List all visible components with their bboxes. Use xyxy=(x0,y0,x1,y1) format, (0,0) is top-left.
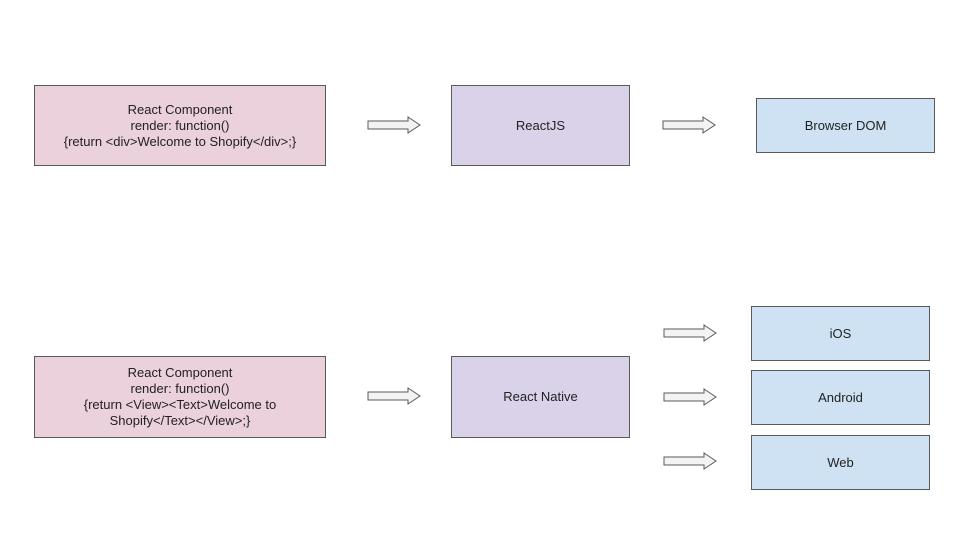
component-return-line: {return <View><Text>Welcome to xyxy=(83,397,277,412)
react-native-box: React Native xyxy=(451,356,630,438)
right-arrow-icon xyxy=(367,116,421,134)
component-render-line: render: function() xyxy=(130,117,230,133)
component-title: React Component xyxy=(127,365,233,380)
reactjs-box: ReactJS xyxy=(451,85,630,166)
web-label: Web xyxy=(827,454,854,470)
react-component-box-web: React Component render: function() {retu… xyxy=(34,85,326,166)
android-label: Android xyxy=(818,389,863,405)
right-arrow-icon xyxy=(663,324,717,342)
right-arrow-icon xyxy=(663,452,717,470)
web-box: Web xyxy=(751,435,930,490)
android-box: Android xyxy=(751,370,930,425)
component-title: React Component xyxy=(127,101,233,117)
browser-dom-box: Browser DOM xyxy=(756,98,935,153)
ios-label: iOS xyxy=(829,325,852,341)
right-arrow-icon xyxy=(662,116,716,134)
right-arrow-icon xyxy=(367,387,421,405)
component-return-line-continued: Shopify</Text></View>;} xyxy=(109,413,251,428)
reactjs-label: ReactJS xyxy=(515,117,566,133)
right-arrow-icon xyxy=(663,388,717,406)
react-component-box-native: React Component render: function() {retu… xyxy=(34,356,326,438)
react-native-label: React Native xyxy=(503,389,578,404)
ios-box: iOS xyxy=(751,306,930,361)
browser-dom-label: Browser DOM xyxy=(804,117,887,133)
component-render-line: render: function() xyxy=(130,381,230,396)
component-return-line: {return <div>Welcome to Shopify</div>;} xyxy=(63,133,297,149)
